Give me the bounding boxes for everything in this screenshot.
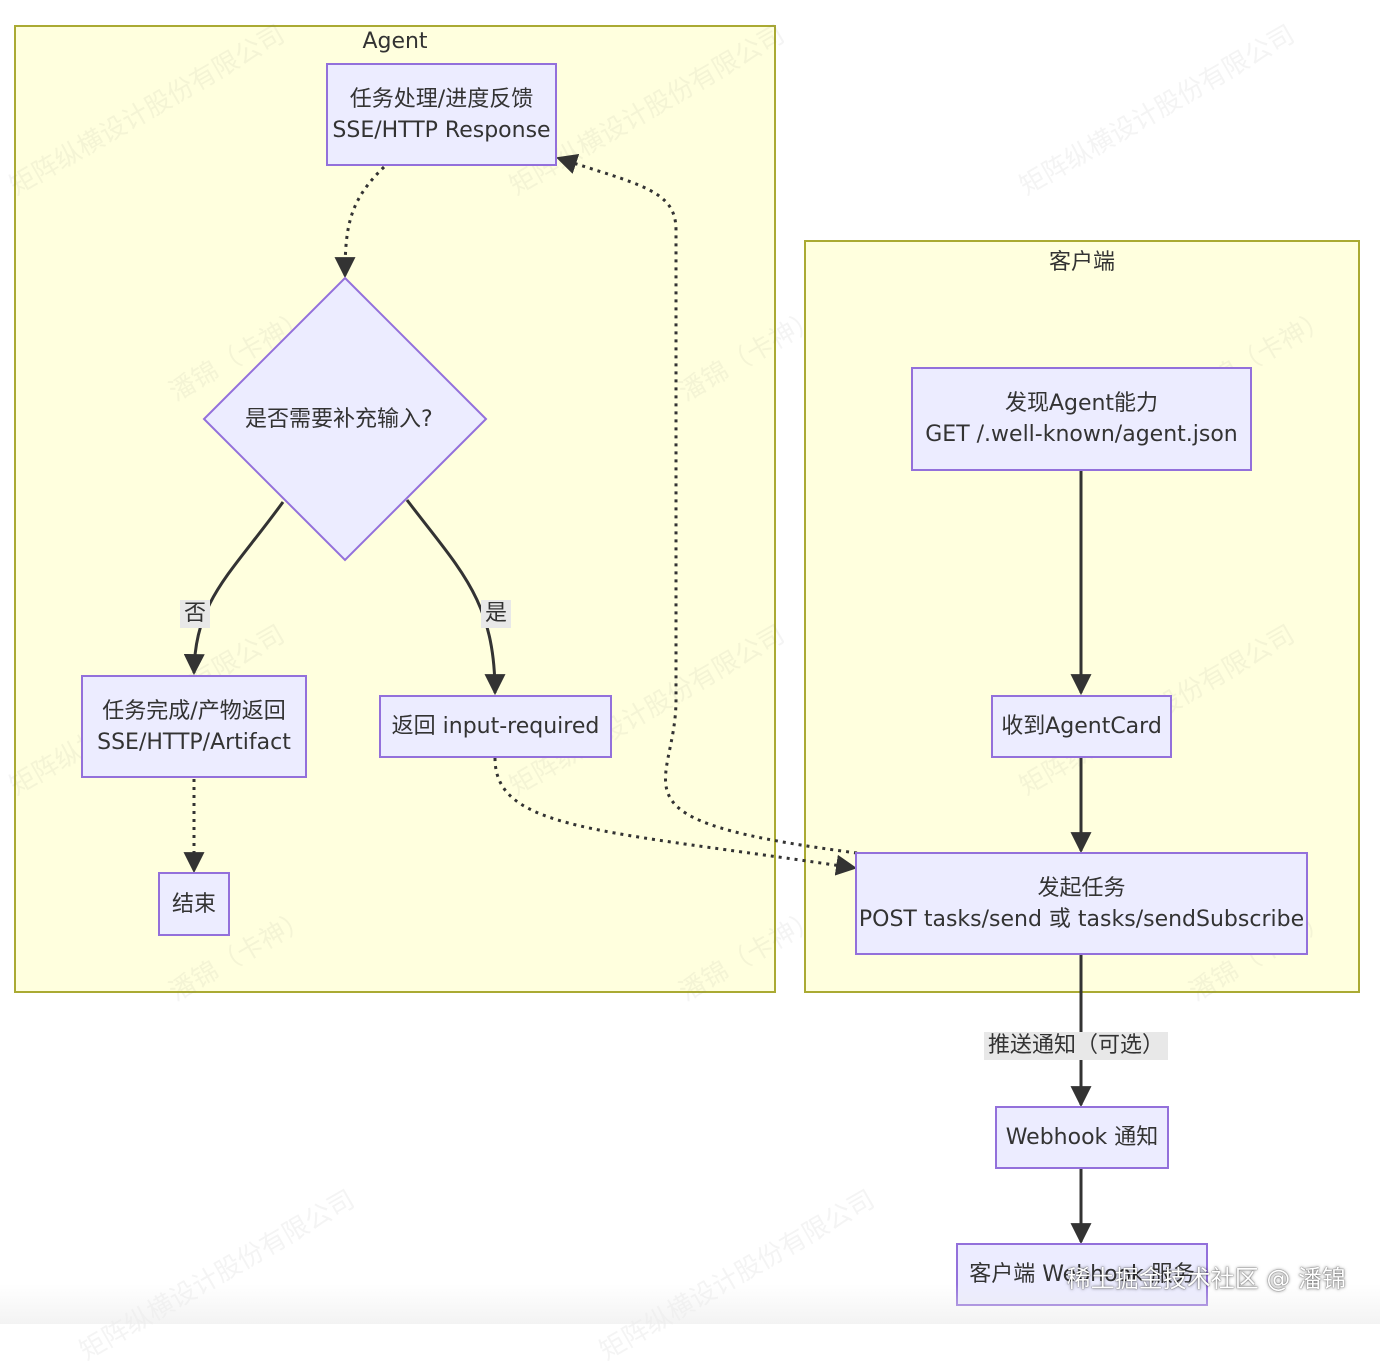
node-task-processing-line2: SSE/HTTP Response	[332, 117, 551, 143]
node-receive-card-label: 收到AgentCard	[1001, 714, 1162, 739]
edge-initiate-to-processing	[556, 153, 858, 855]
decision-diamond	[202, 276, 488, 562]
node-return-input: 返回 input-required	[379, 695, 612, 758]
node-end-label: 结束	[171, 891, 216, 917]
node-task-complete-line2: SSE/HTTP/Artifact	[97, 729, 291, 755]
edge-decision-to-return	[405, 499, 506, 696]
edges-layer	[183, 153, 1092, 1245]
node-task-processing-line1: 任务处理/进度反馈	[349, 86, 534, 112]
edge-return-to-initiate	[493, 757, 858, 876]
node-discover: 发现Agent能力 GET /.well-known/agent.json	[911, 367, 1252, 471]
node-task-processing: 任务处理/进度反馈 SSE/HTTP Response	[326, 63, 557, 166]
node-return-input-label: 返回 input-required	[391, 714, 600, 739]
edge-label-push: 推送通知（可选）	[984, 1032, 1169, 1060]
node-discover-line1: 发现Agent能力	[1004, 391, 1159, 416]
node-initiate-line1: 发起任务	[1037, 875, 1126, 901]
client-cluster-title: 客户端	[1048, 250, 1115, 275]
bottom-fade	[0, 1284, 1380, 1324]
agent-cluster-title: Agent	[362, 29, 428, 54]
node-receive-card: 收到AgentCard	[991, 695, 1172, 758]
decision-label: 是否需要补充输入?	[245, 407, 433, 432]
node-initiate: 发起任务 POST tasks/send 或 tasks/sendSubscri…	[855, 852, 1308, 955]
node-task-complete: 任务完成/产物返回 SSE/HTTP/Artifact	[81, 675, 307, 778]
node-webhook-notify: Webhook 通知	[995, 1106, 1169, 1169]
edge-processing-to-decision	[334, 165, 386, 279]
node-webhook-notify-label: Webhook 通知	[1005, 1125, 1159, 1150]
node-client-webhook-label: 客户端 Webhook 服务	[969, 1262, 1195, 1287]
edge-label-yes: 是	[481, 600, 512, 628]
node-initiate-line2: POST tasks/send 或 tasks/sendSubscribe	[858, 906, 1305, 932]
credit-text: 稀土掘金技术社区 @ 潘锦	[1066, 1265, 1346, 1293]
node-end: 结束	[158, 872, 230, 936]
node-discover-line2: GET /.well-known/agent.json	[925, 422, 1238, 447]
node-task-complete-line1: 任务完成/产物返回	[102, 698, 286, 724]
edge-decision-to-complete	[183, 501, 285, 676]
edge-label-no: 否	[180, 600, 211, 628]
